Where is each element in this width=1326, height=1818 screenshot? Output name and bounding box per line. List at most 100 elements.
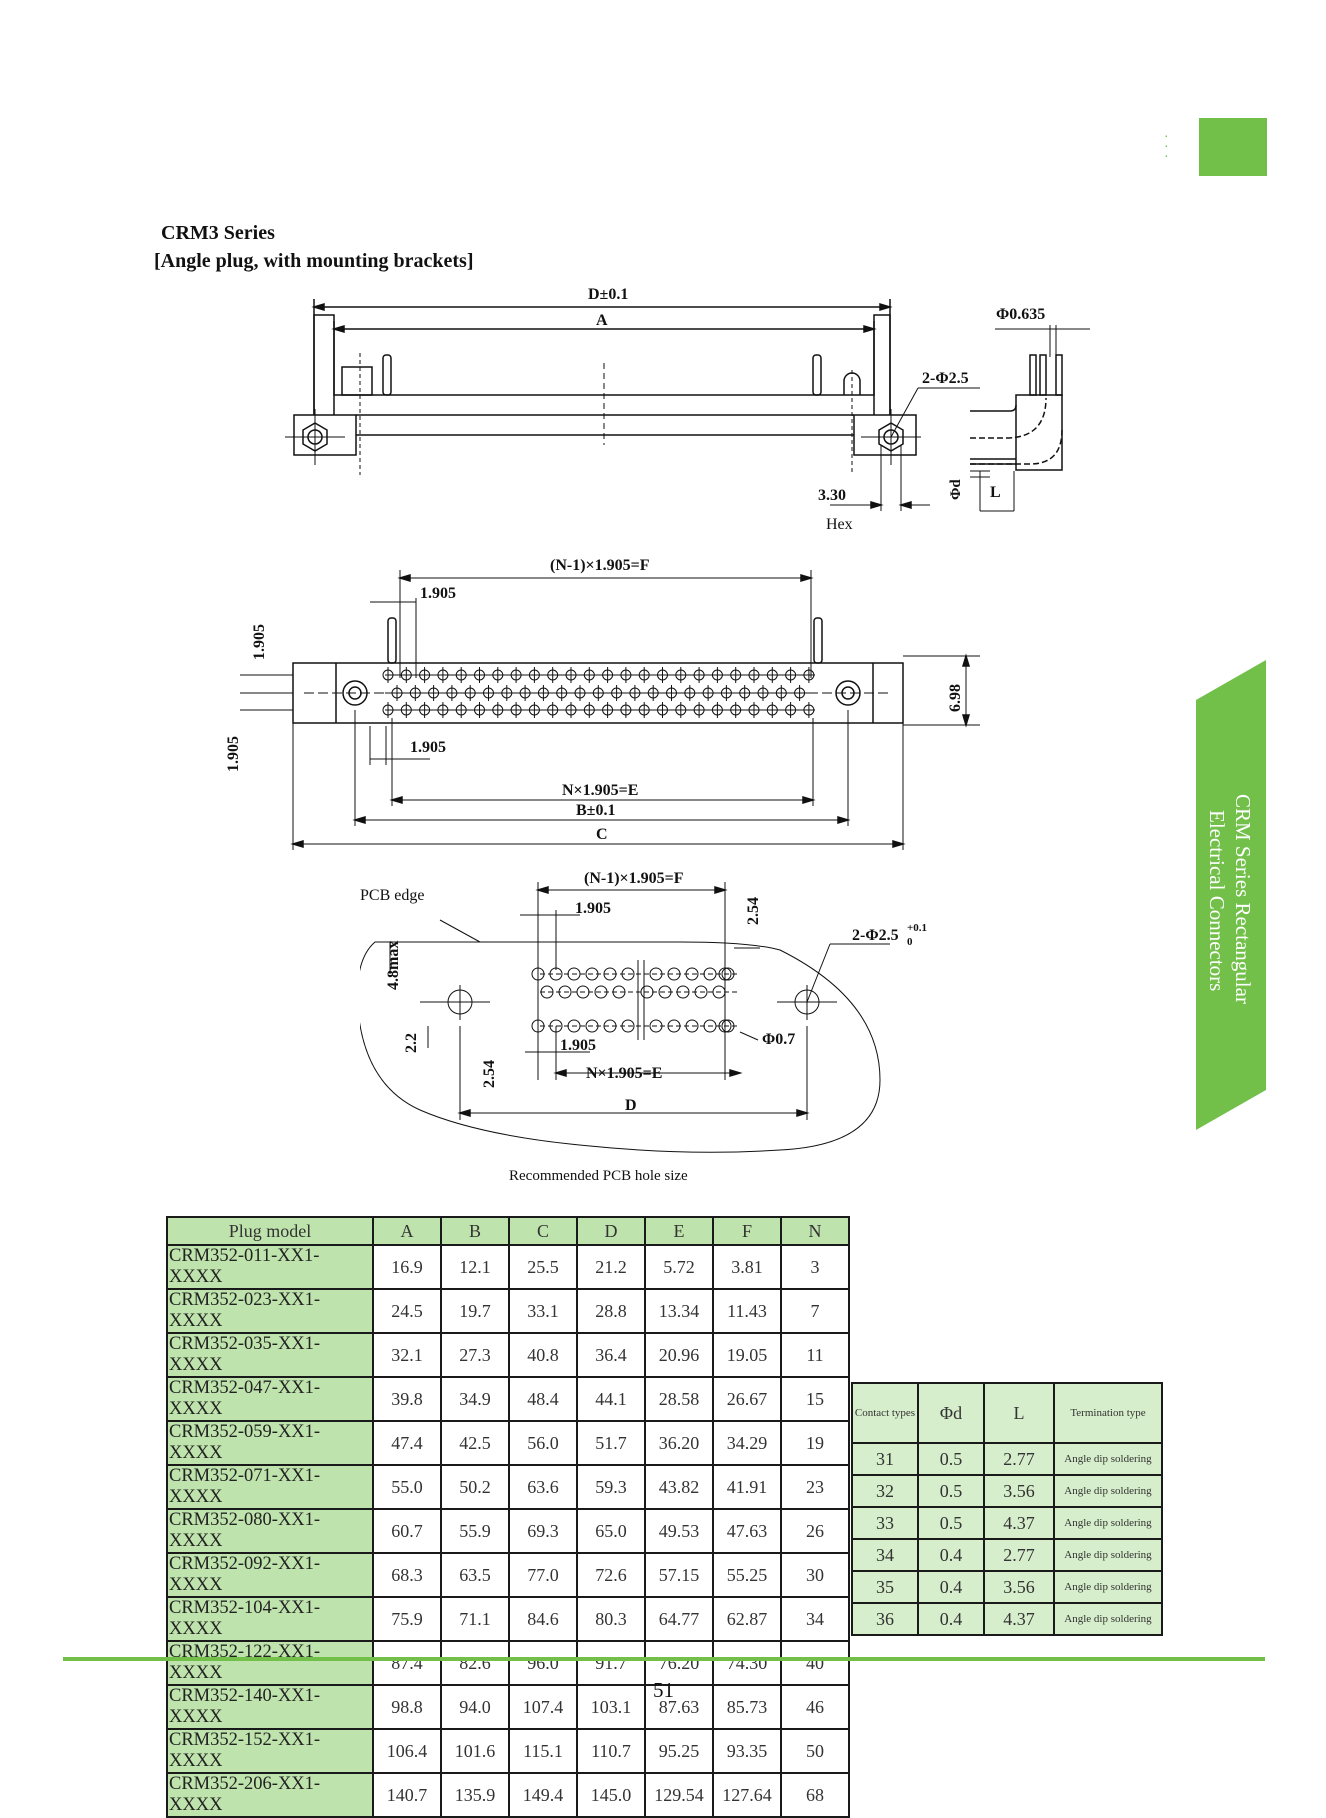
pcb-hole-circle [621,967,635,981]
pitch-top-label: 1.905 [420,585,456,602]
pcb-hole-circle [567,967,581,981]
plug-value-cell: 26.67 [712,1376,782,1422]
pitch-bottom-label: 1.905 [410,739,446,756]
plug-value-cell: 85.73 [712,1684,782,1730]
plug-model-cell: CRM352-059-XX1-XXXX [166,1420,374,1466]
max-dim-label: 4.8max [385,941,402,990]
contact-table-cell: 2.77 [983,1538,1055,1572]
pcb-hole-circle [585,967,599,981]
plug-model-cell: CRM352-104-XX1-XXXX [166,1596,374,1642]
plug-model-cell: CRM352-023-XX1-XXXX [166,1288,374,1334]
c-dim-label: C [596,826,608,843]
plug-value-cell: 62.87 [712,1596,782,1642]
plug-value-cell: 23 [780,1464,850,1510]
pcb-hole-circle [576,985,590,999]
drawing-top-view: D±0.1 A 2-Φ2.5 Φ0.635 3.30 L Hex Φd [285,286,1090,533]
plug-value-cell: 91.7 [576,1640,646,1686]
plug-value-cell: 30 [780,1552,850,1598]
plug-table-header-cell: F [712,1216,782,1246]
plug-value-cell: 145.0 [576,1772,646,1818]
contact-table-cell: 0.4 [917,1570,985,1604]
drawing-front-view: (N-1)×1.905=F 1.905 1.905 N×1.905=E B±0.… [225,557,980,850]
contact-table-cell: 34 [851,1538,919,1572]
pcb-hole-circle [694,985,708,999]
pcb-hole-circle [649,967,663,981]
contact-table-cell: 0.5 [917,1474,985,1508]
pcb-hole-circle [621,1019,635,1033]
plug-value-cell: 72.6 [576,1552,646,1598]
contact-table-cell: 35 [851,1570,919,1604]
plug-value-cell: 56.0 [508,1420,578,1466]
plug-value-cell: 77.0 [508,1552,578,1598]
height-dim-label: 6.98 [947,684,964,712]
plug-model-cell: CRM352-206-XX1-XXXX [166,1772,374,1818]
plug-value-cell: 47.4 [372,1420,442,1466]
plug-model-cell: CRM352-092-XX1-XXXX [166,1552,374,1598]
plug-value-cell: 140.7 [372,1772,442,1818]
contact-table-cell: 3.56 [983,1474,1055,1508]
plug-value-cell: 49.53 [644,1508,714,1554]
plug-value-cell: 50.2 [440,1464,510,1510]
plug-value-cell: 34.29 [712,1420,782,1466]
plug-value-cell: 11 [780,1332,850,1378]
side-tab-line1: CRM Series Rectangular [1231,794,1255,1004]
plug-value-cell: 11.43 [712,1288,782,1334]
pitch-dim2-label: 2.54 [481,1060,498,1088]
hole-tol-sup: +0.1 [907,922,928,934]
pcb-f-dim-label: (N-1)×1.905=F [584,870,684,887]
plug-value-cell: 63.6 [508,1464,578,1510]
plug-model-cell: CRM352-011-XX1-XXXX [166,1244,374,1290]
pcb-hole-circle [667,967,681,981]
plug-value-cell: 13.34 [644,1288,714,1334]
plug-value-cell: 34 [780,1596,850,1642]
contact-table-header-cell: L [983,1382,1055,1444]
e-dim-label: N×1.905=E [562,782,638,799]
series-title: CRM3 Series [161,222,275,244]
plug-value-cell: 40.8 [508,1332,578,1378]
pcb-hole-circle [585,1019,599,1033]
side-tab-band [1196,660,1266,1130]
plug-value-cell: 94.0 [440,1684,510,1730]
pcb-hole-circle [658,985,672,999]
header-dots: ··· [1164,127,1169,163]
contact-table-cell: 3.56 [983,1570,1055,1604]
plug-value-cell: 43.82 [644,1464,714,1510]
contact-table-header-cell: Φd [917,1382,985,1444]
plug-value-cell: 25.5 [508,1244,578,1290]
pcb-hole-circle [558,985,572,999]
plug-value-cell: 103.1 [576,1684,646,1730]
plug-value-cell: 95.25 [644,1728,714,1774]
f-dim-label: (N-1)×1.905=F [550,557,650,574]
plug-value-cell: 19.05 [712,1332,782,1378]
contact-table-cell: 31 [851,1442,919,1476]
pcb-hole-circle [531,967,545,981]
pcb-edge-label: PCB edge [360,887,424,904]
contact-table-cell: Angle dip soldering [1053,1570,1163,1604]
plug-model-cell: CRM352-047-XX1-XXXX [166,1376,374,1422]
plug-value-cell: 69.3 [508,1508,578,1554]
contact-table-cell: Angle dip soldering [1053,1538,1163,1572]
plug-table-header-cell: A [372,1216,442,1246]
plug-table-header-cell: C [508,1216,578,1246]
plug-value-cell: 55.0 [372,1464,442,1510]
plug-value-cell: 55.25 [712,1552,782,1598]
plug-value-cell: 5.72 [644,1244,714,1290]
plug-model-cell: CRM352-152-XX1-XXXX [166,1728,374,1774]
plug-value-cell: 68.3 [372,1552,442,1598]
plug-value-cell: 64.77 [644,1596,714,1642]
contact-table-cell: 2.77 [983,1442,1055,1476]
pcb-hole-circle [667,1019,681,1033]
b-dim-label: B±0.1 [576,802,615,819]
plug-table-header-cell: N [780,1216,850,1246]
plug-value-cell: 115.1 [508,1728,578,1774]
plug-value-cell: 33.1 [508,1288,578,1334]
contact-table-cell: Angle dip soldering [1053,1442,1163,1476]
plug-value-cell: 21.2 [576,1244,646,1290]
pcb-hole-circle [612,985,626,999]
